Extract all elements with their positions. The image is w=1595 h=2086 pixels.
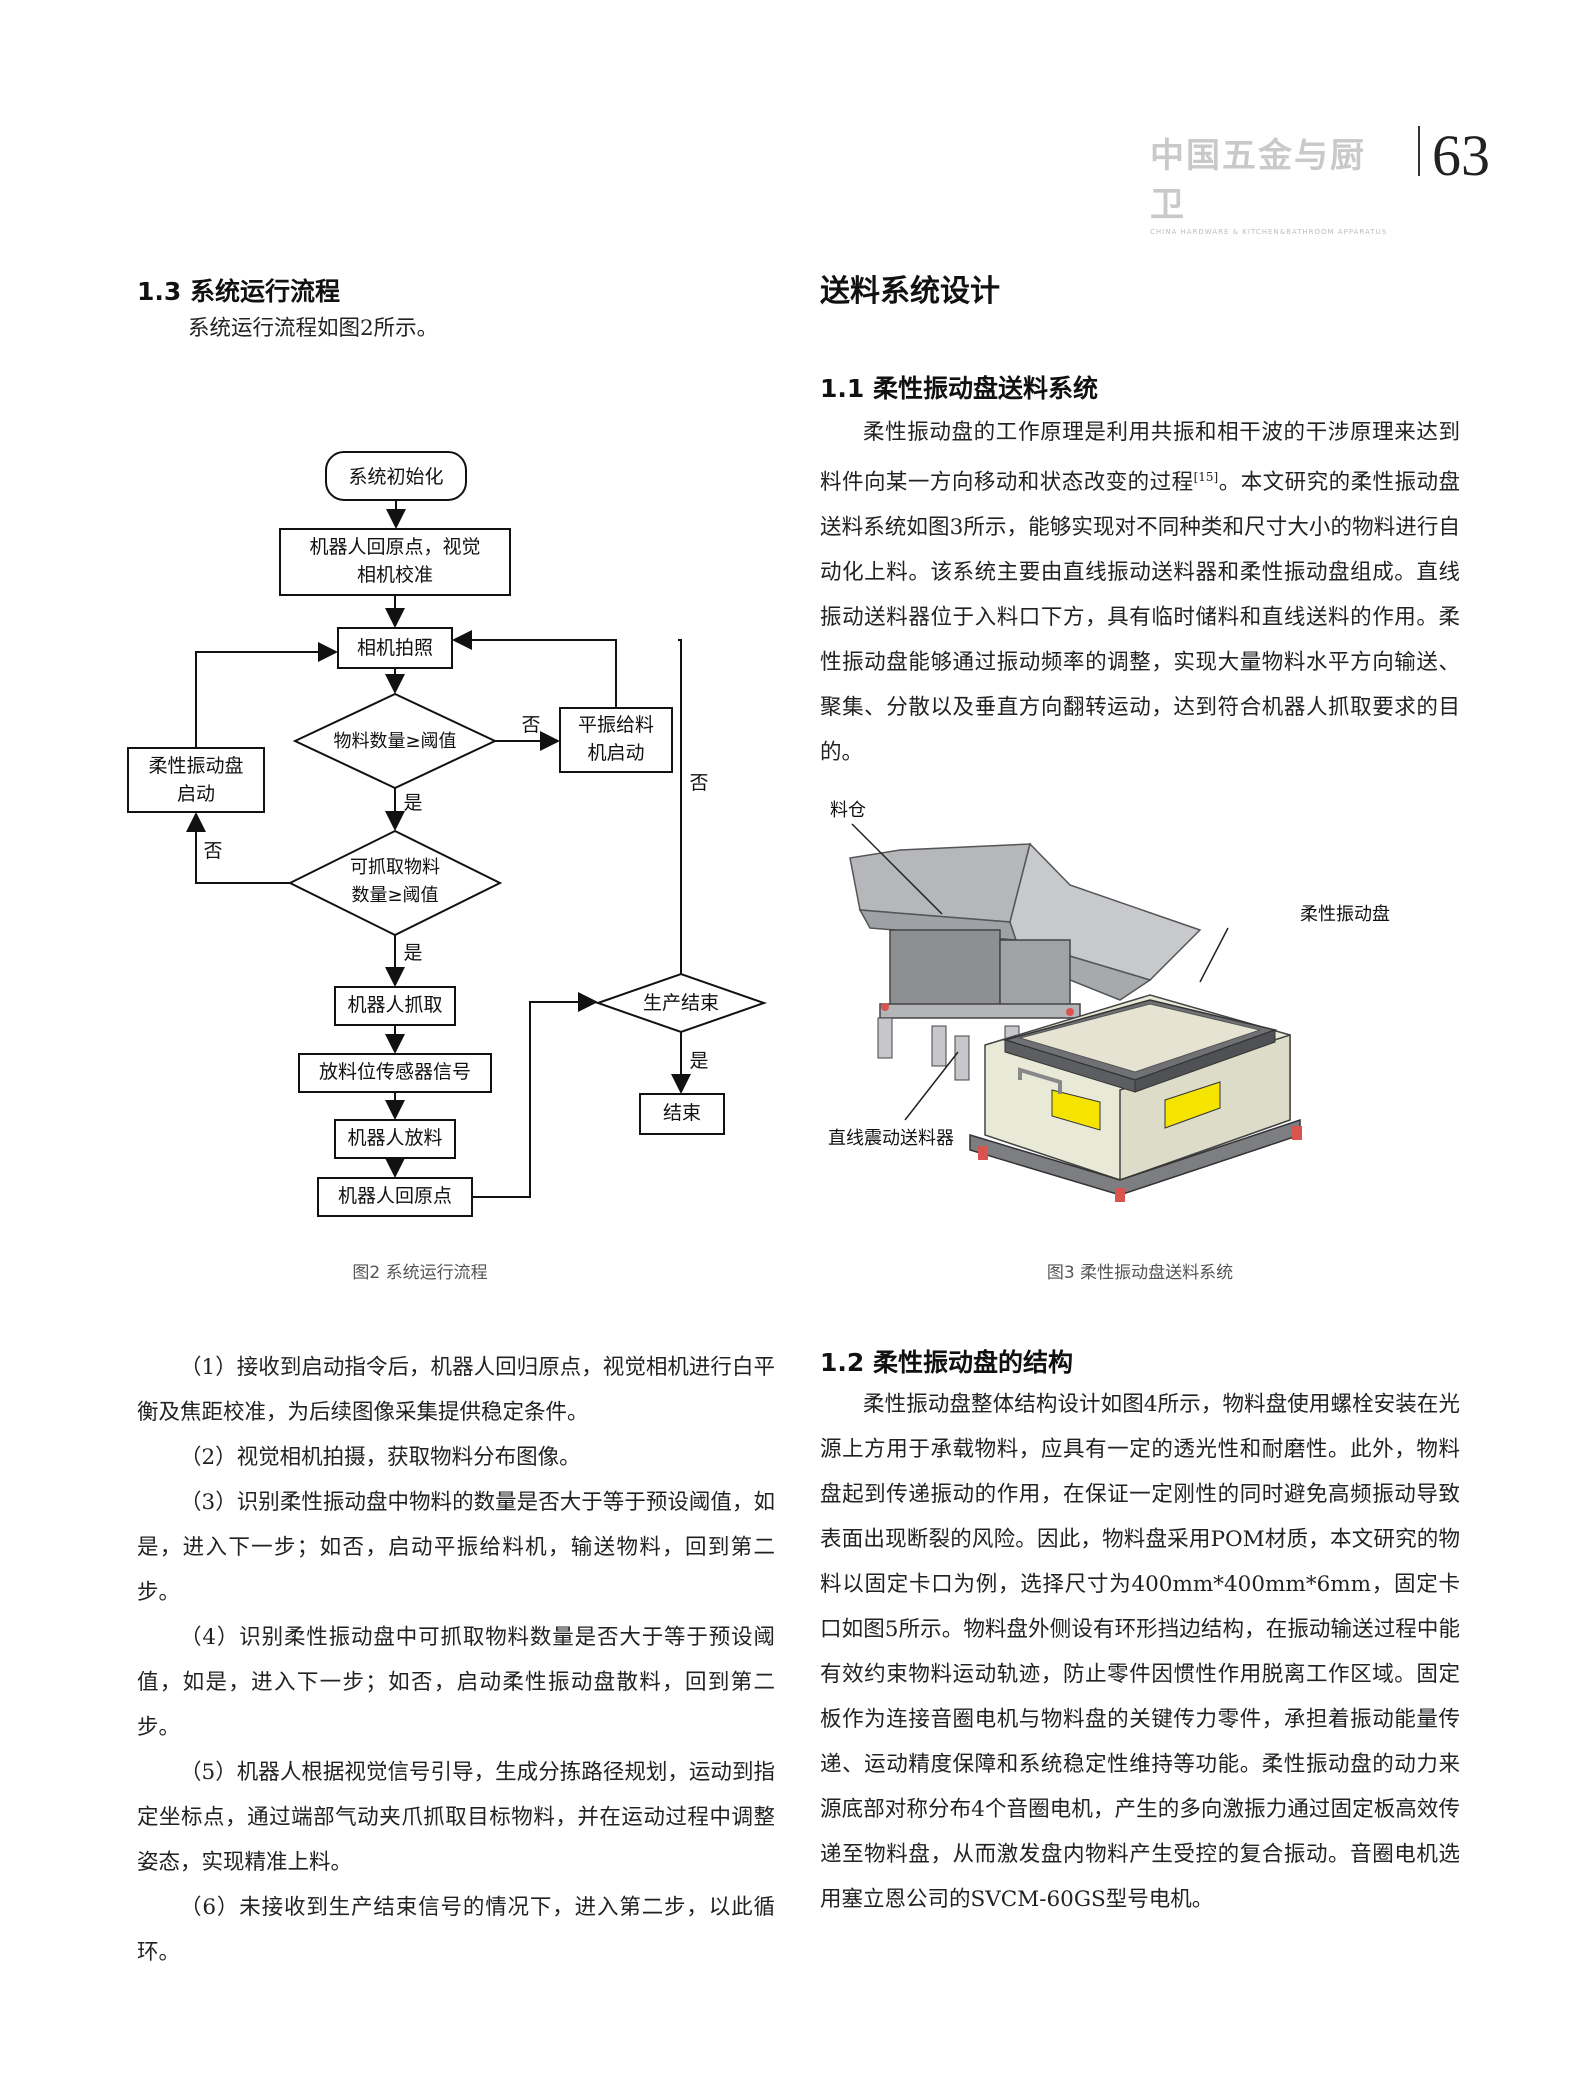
page-number: 63	[1432, 123, 1490, 188]
section-1-2-paragraph: 柔性振动盘整体结构设计如图4所示，物料盘使用螺栓安装在光源上方用于承载物料，应具…	[820, 1392, 1460, 1912]
step-1: （1）接收到启动指令后，机器人回归原点，视觉相机进行白平衡及焦距校准，为后续图像…	[137, 1355, 775, 1425]
process-steps: （1）接收到启动指令后，机器人回归原点，视觉相机进行白平衡及焦距校准，为后续图像…	[137, 1345, 775, 1975]
fc-label-flex-start-2: 启动	[176, 783, 215, 805]
fc-label-yes-3: 是	[689, 1050, 709, 1072]
section-intro: 系统运行流程如图2所示。	[188, 316, 439, 341]
section-1-1-text-b: 。本文研究的柔性振动盘送料系统如图3所示，能够实现对不同种类和尺寸大小的物料进行…	[820, 470, 1460, 766]
step-2: （2）视觉相机拍摄，获取物料分布图像。	[180, 1445, 581, 1470]
fc-label-qty-check: 物料数量≥阈值	[333, 731, 457, 752]
fc-label-robot-place: 机器人放料	[347, 1127, 443, 1149]
step-3: （3）识别柔性振动盘中物料的数量是否大于等于预设阈值，如是，进入下一步；如否，启…	[137, 1490, 775, 1605]
node-grab-check	[287, 829, 503, 937]
fc-label-yes-1: 是	[403, 792, 423, 814]
fc-label-robot-grab: 机器人抓取	[347, 994, 443, 1016]
figure-3-label-linear-feeder: 直线震动送料器	[828, 1128, 954, 1149]
fc-label-prod-end: 生产结束	[642, 992, 719, 1014]
fc-label-yes-2: 是	[403, 942, 423, 964]
step-4: （4）识别柔性振动盘中可抓取物料数量是否大于等于预设阈值，如是，进入下一步；如否…	[137, 1625, 775, 1740]
main-title: 送料系统设计	[820, 274, 1000, 309]
section-1-1-text: 柔性振动盘的工作原理是利用共振和相干波的干涉原理来达到料件向某一方向移动和状态改…	[820, 410, 1460, 775]
flowchart-lines	[127, 451, 768, 1217]
fc-label-end: 结束	[662, 1102, 701, 1124]
fc-label-robot-return: 机器人回原点	[337, 1185, 452, 1207]
figure-3-label-flex-disk: 柔性振动盘	[1300, 904, 1390, 925]
feeder-system-drawing	[849, 823, 1302, 1202]
magazine-name: 中国五金与厨卫	[1150, 136, 1366, 225]
fc-label-no-3: 否	[689, 772, 709, 794]
fc-label-no-1: 否	[521, 714, 541, 736]
fc-label-sensor-signal: 放料位传感器信号	[318, 1061, 471, 1083]
node-prod-end	[594, 972, 768, 1034]
node-end	[639, 1093, 725, 1135]
reference-15: [15]	[1193, 470, 1219, 484]
section-title-1-1: 1.1 柔性振动盘送料系统	[820, 374, 1098, 403]
fc-label-flat-feeder-2: 机启动	[587, 742, 645, 764]
magazine-logo: 中国五金与厨卫 CHINA HARDWARE & KITCHEN&BATHROO…	[1150, 128, 1400, 236]
fc-label-robot-home-2: 相机校准	[356, 564, 433, 586]
section-1-2-text: 柔性振动盘整体结构设计如图4所示，物料盘使用螺栓安装在光源上方用于承载物料，应具…	[820, 1382, 1460, 1922]
fc-label-grab-check-1: 可抓取物料	[350, 857, 440, 878]
figure-3-caption: 图3 柔性振动盘送料系统	[1046, 1263, 1234, 1283]
section-title-1-2: 1.2 柔性振动盘的结构	[820, 1348, 1073, 1377]
header-divider	[1418, 126, 1420, 176]
figure-3-illustration: 料仓 柔性振动盘 直线震动送料器	[820, 790, 1480, 1250]
fc-label-camera-shot: 相机拍照	[356, 637, 433, 659]
fc-label-init: 系统初始化	[348, 466, 444, 488]
step-5: （5）机器人根据视觉信号引导，生成分拣路径规划，运动到指定坐标点，通过端部气动夹…	[137, 1760, 775, 1875]
fc-label-flat-feeder-1: 平振给料	[577, 714, 654, 736]
fc-label-flex-start-1: 柔性振动盘	[148, 755, 244, 777]
section-1-1-text-a: 柔性振动盘的工作原理是利用共振和相干波的干涉原理来达到料件向某一方向移动和状态改…	[820, 420, 1460, 496]
fc-label-no-2: 否	[203, 840, 223, 862]
figure-3-label-hopper: 料仓	[830, 800, 866, 821]
fc-label-robot-home-1: 机器人回原点，视觉	[309, 536, 481, 558]
step-6: （6）未接收到生产结束信号的情况下，进入第二步，以此循环。	[137, 1895, 775, 1965]
fc-label-grab-check-2: 数量≥阈值	[351, 885, 439, 906]
section-title-1-3: 1.3 系统运行流程	[137, 277, 340, 306]
magazine-subtitle: CHINA HARDWARE & KITCHEN&BATHROOM APPARA…	[1150, 228, 1388, 236]
flowchart-figure-2: 系统初始化 机器人回原点，视觉 相机校准 相机拍照 物料数量≥阈值 否 平振给料…	[118, 440, 788, 1220]
figure-2-caption: 图2 系统运行流程	[352, 1263, 488, 1283]
